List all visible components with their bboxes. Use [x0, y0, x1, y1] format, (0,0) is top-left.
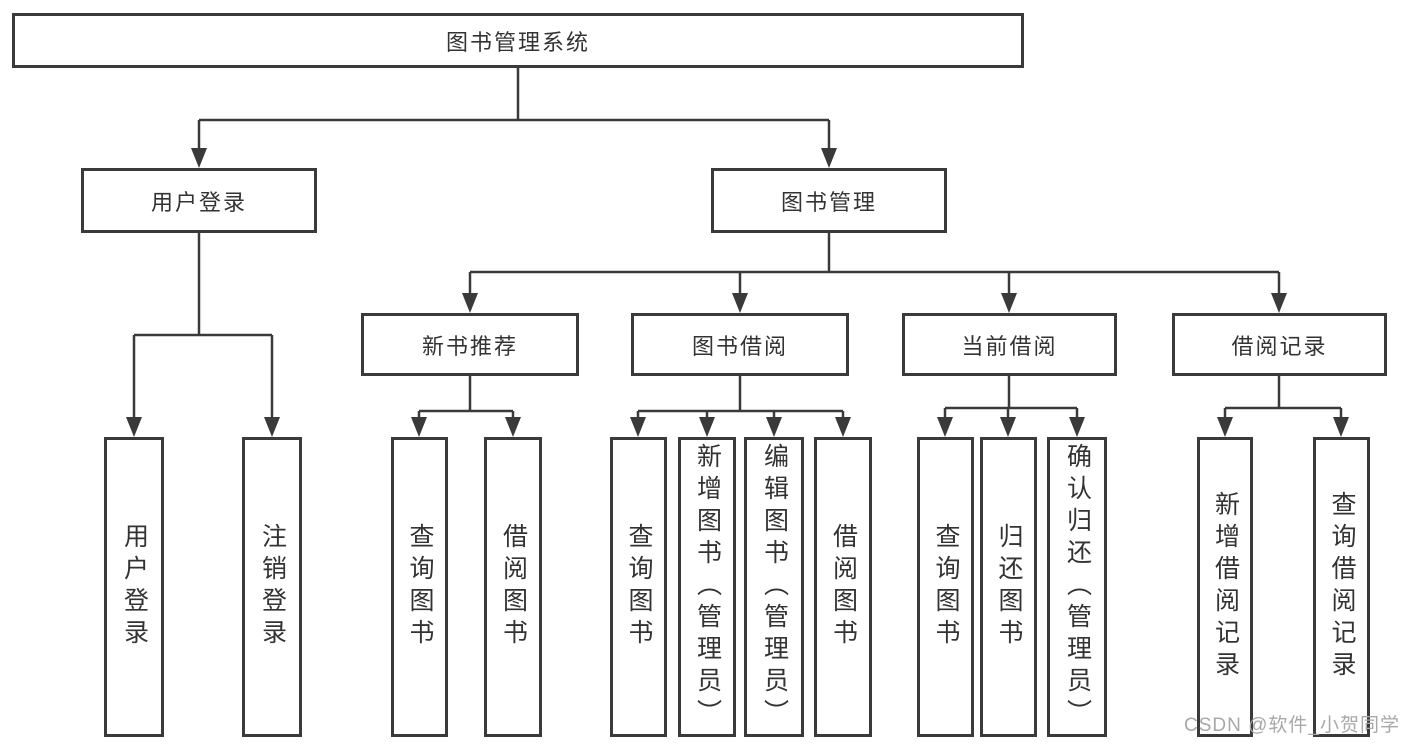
arrow-down-icon: [1001, 293, 1017, 313]
leaf-borrow-books-recommend: 借阅图书: [484, 437, 542, 737]
node-label: 图书管理系统: [445, 29, 590, 55]
node-label: 编辑图书（管理员）: [760, 443, 789, 731]
node-label: 归还图书: [995, 523, 1023, 651]
leaf-confirm-return-admin: 确认归还（管理员）: [1047, 437, 1107, 737]
arrow-down-icon: [505, 417, 521, 437]
node-label: 查询图书: [625, 523, 653, 651]
node-label: 新增图书（管理员）: [693, 443, 722, 731]
arrow-down-icon: [191, 148, 207, 168]
node-new-book-recommend: 新书推荐: [361, 313, 579, 376]
connector-line: [132, 233, 274, 421]
leaf-user-login: 用户登录: [104, 437, 164, 737]
arrow-down-icon: [1000, 417, 1016, 437]
arrow-down-icon: [835, 417, 851, 437]
leaf-borrow-books-borrowing: 借阅图书: [814, 437, 872, 737]
arrow-down-icon: [1069, 417, 1085, 437]
leaf-edit-books-admin: 编辑图书（管理员）: [744, 437, 804, 737]
node-label: 查询图书: [932, 523, 960, 651]
arrow-down-icon: [1217, 417, 1233, 437]
node-label: 确认归还（管理员）: [1063, 443, 1092, 731]
connector-line: [1223, 376, 1343, 421]
arrow-down-icon: [821, 148, 837, 168]
connector-book-borrowing-children: [630, 376, 851, 437]
leaf-add-books-admin: 新增图书（管理员）: [678, 437, 736, 737]
arrow-down-icon: [264, 417, 280, 437]
leaf-add-borrow-record: 新增借阅记录: [1197, 437, 1253, 737]
node-label: 借阅图书: [499, 523, 528, 651]
connector-user-login-children: [126, 233, 280, 437]
node-label: 图书借阅: [691, 333, 788, 359]
csdn-watermark: CSDN @软件_小贺同学: [1184, 715, 1400, 736]
leaf-query-books-current: 查询图书: [917, 437, 974, 737]
node-label: 用户登录: [150, 189, 247, 215]
arrow-down-icon: [630, 417, 646, 437]
node-label: 借阅记录: [1231, 333, 1328, 359]
arrow-down-icon: [1271, 293, 1287, 313]
node-label: 新增借阅记录: [1211, 491, 1240, 683]
connector-line: [468, 233, 1281, 297]
node-label: 用户登录: [120, 523, 149, 651]
arrow-down-icon: [462, 293, 478, 313]
node-label: 查询图书: [406, 523, 434, 651]
connector-line: [417, 376, 515, 421]
connector-book-management-children: [462, 233, 1287, 313]
leaf-return-books: 归还图书: [980, 437, 1037, 737]
node-user-login: 用户登录: [81, 168, 317, 233]
node-borrowing-records: 借阅记录: [1172, 313, 1387, 376]
connector-line: [636, 376, 845, 421]
arrow-down-icon: [699, 417, 715, 437]
node-book-management: 图书管理: [711, 168, 947, 233]
arrow-down-icon: [1333, 417, 1349, 437]
node-label: 查询借阅记录: [1328, 491, 1356, 683]
node-label: 图书管理: [780, 189, 877, 215]
connector-root-to-level2: [191, 68, 837, 168]
arrow-down-icon: [732, 293, 748, 313]
node-book-borrowing: 图书借阅: [631, 313, 849, 376]
leaf-query-books-recommend: 查询图书: [391, 437, 448, 737]
leaf-logout: 注销登录: [242, 437, 302, 737]
connector-current-borrowing-children: [937, 376, 1085, 437]
connector-line: [197, 68, 831, 152]
node-label: 新书推荐: [421, 333, 518, 359]
connector-new-book-recommend-children: [411, 376, 521, 437]
arrow-down-icon: [766, 417, 782, 437]
node-label: 注销登录: [258, 523, 287, 651]
arrow-down-icon: [937, 417, 953, 437]
arrow-down-icon: [411, 417, 427, 437]
node-label: 借阅图书: [829, 523, 858, 651]
connector-line: [943, 376, 1079, 421]
arrow-down-icon: [126, 417, 142, 437]
node-current-borrowing: 当前借阅: [902, 313, 1117, 376]
connector-borrowing-records-children: [1217, 376, 1349, 437]
node-library-management-system: 图书管理系统: [12, 13, 1024, 68]
leaf-query-books-borrowing: 查询图书: [610, 437, 667, 737]
node-label: 当前借阅: [961, 333, 1058, 359]
leaf-query-borrow-record: 查询借阅记录: [1313, 437, 1370, 737]
